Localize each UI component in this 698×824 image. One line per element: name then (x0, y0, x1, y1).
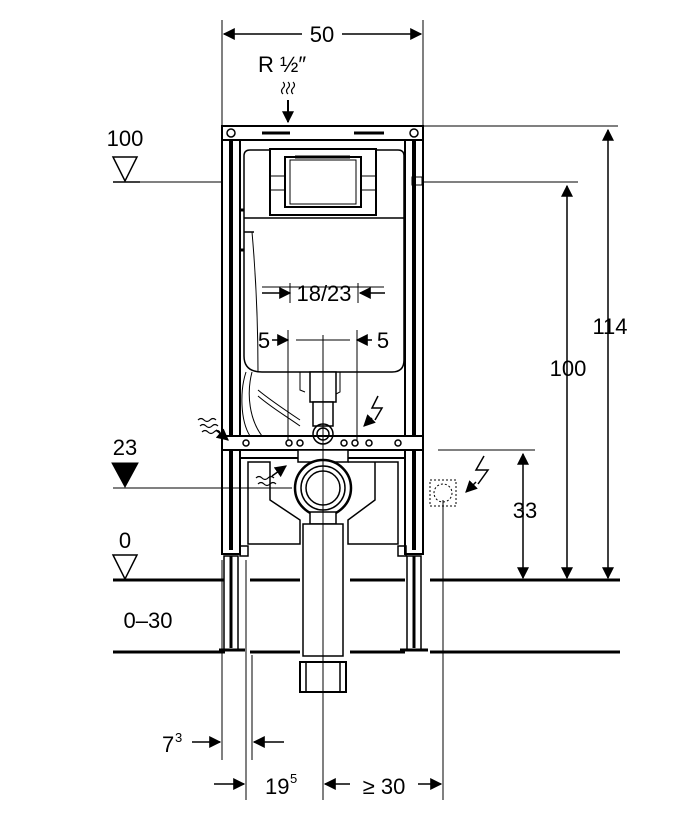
water-supply-icon (280, 81, 296, 95)
level-marker-drain (111, 462, 139, 489)
floor-lines (113, 578, 620, 654)
socket-icon (429, 479, 457, 507)
label-foot-offset-exp: 3 (175, 730, 182, 745)
label-height-frame: 100 (550, 356, 587, 381)
label-wall-clearance: ≥ 30 (363, 774, 406, 799)
label-offset-right: 5 (377, 328, 389, 353)
label-frame-width: 50 (310, 22, 334, 47)
label-foot-width-exp: 5 (290, 771, 297, 786)
label-foot-offset: 7 (162, 732, 174, 757)
label-offset-left: 5 (258, 328, 270, 353)
level-label-floor: 0 (119, 528, 131, 553)
label-floor-adjust: 0–30 (124, 608, 173, 633)
electrical-icon (363, 395, 490, 493)
level-marker-top (111, 156, 140, 183)
level-marker-floor (111, 554, 139, 581)
waste-water-icon (197, 417, 287, 487)
guide-lines (113, 20, 618, 800)
label-foot-width: 19 (265, 774, 289, 799)
mounting-frame (219, 125, 428, 652)
level-labels: 100 23 0 (107, 126, 144, 553)
level-label-top: 100 (107, 126, 144, 151)
dimension-arrows (192, 28, 614, 790)
dimension-labels: 50 R ½″ 18/23 5 5 114 100 33 0–30 7 3 19… (124, 22, 628, 799)
label-height-drain: 33 (513, 498, 537, 523)
label-supply-thread: R ½″ (258, 52, 306, 77)
level-label-drain: 23 (113, 435, 137, 460)
cistern (241, 148, 423, 445)
label-cistern-opening: 18/23 (296, 281, 351, 306)
label-height-total: 114 (592, 314, 627, 339)
